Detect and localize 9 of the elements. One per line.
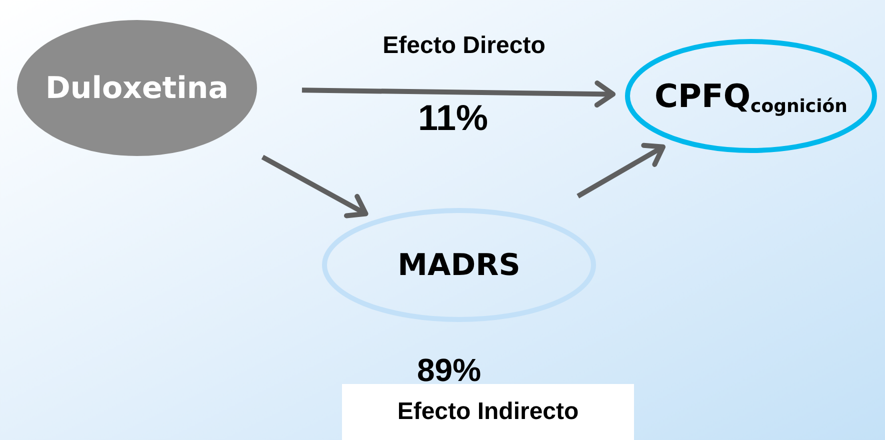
node-label: CPFQ$_{cognición}$ [654, 76, 848, 118]
arrow [302, 80, 616, 108]
node-label: Duloxetina [45, 70, 229, 108]
arrow [261, 154, 368, 218]
edge-label: Efecto Directo [382, 31, 546, 61]
node-label: MADRS [398, 246, 520, 284]
text-box: Efecto Indirecto [342, 384, 634, 440]
percent-label: 11% [418, 96, 488, 140]
arrow [576, 142, 666, 198]
